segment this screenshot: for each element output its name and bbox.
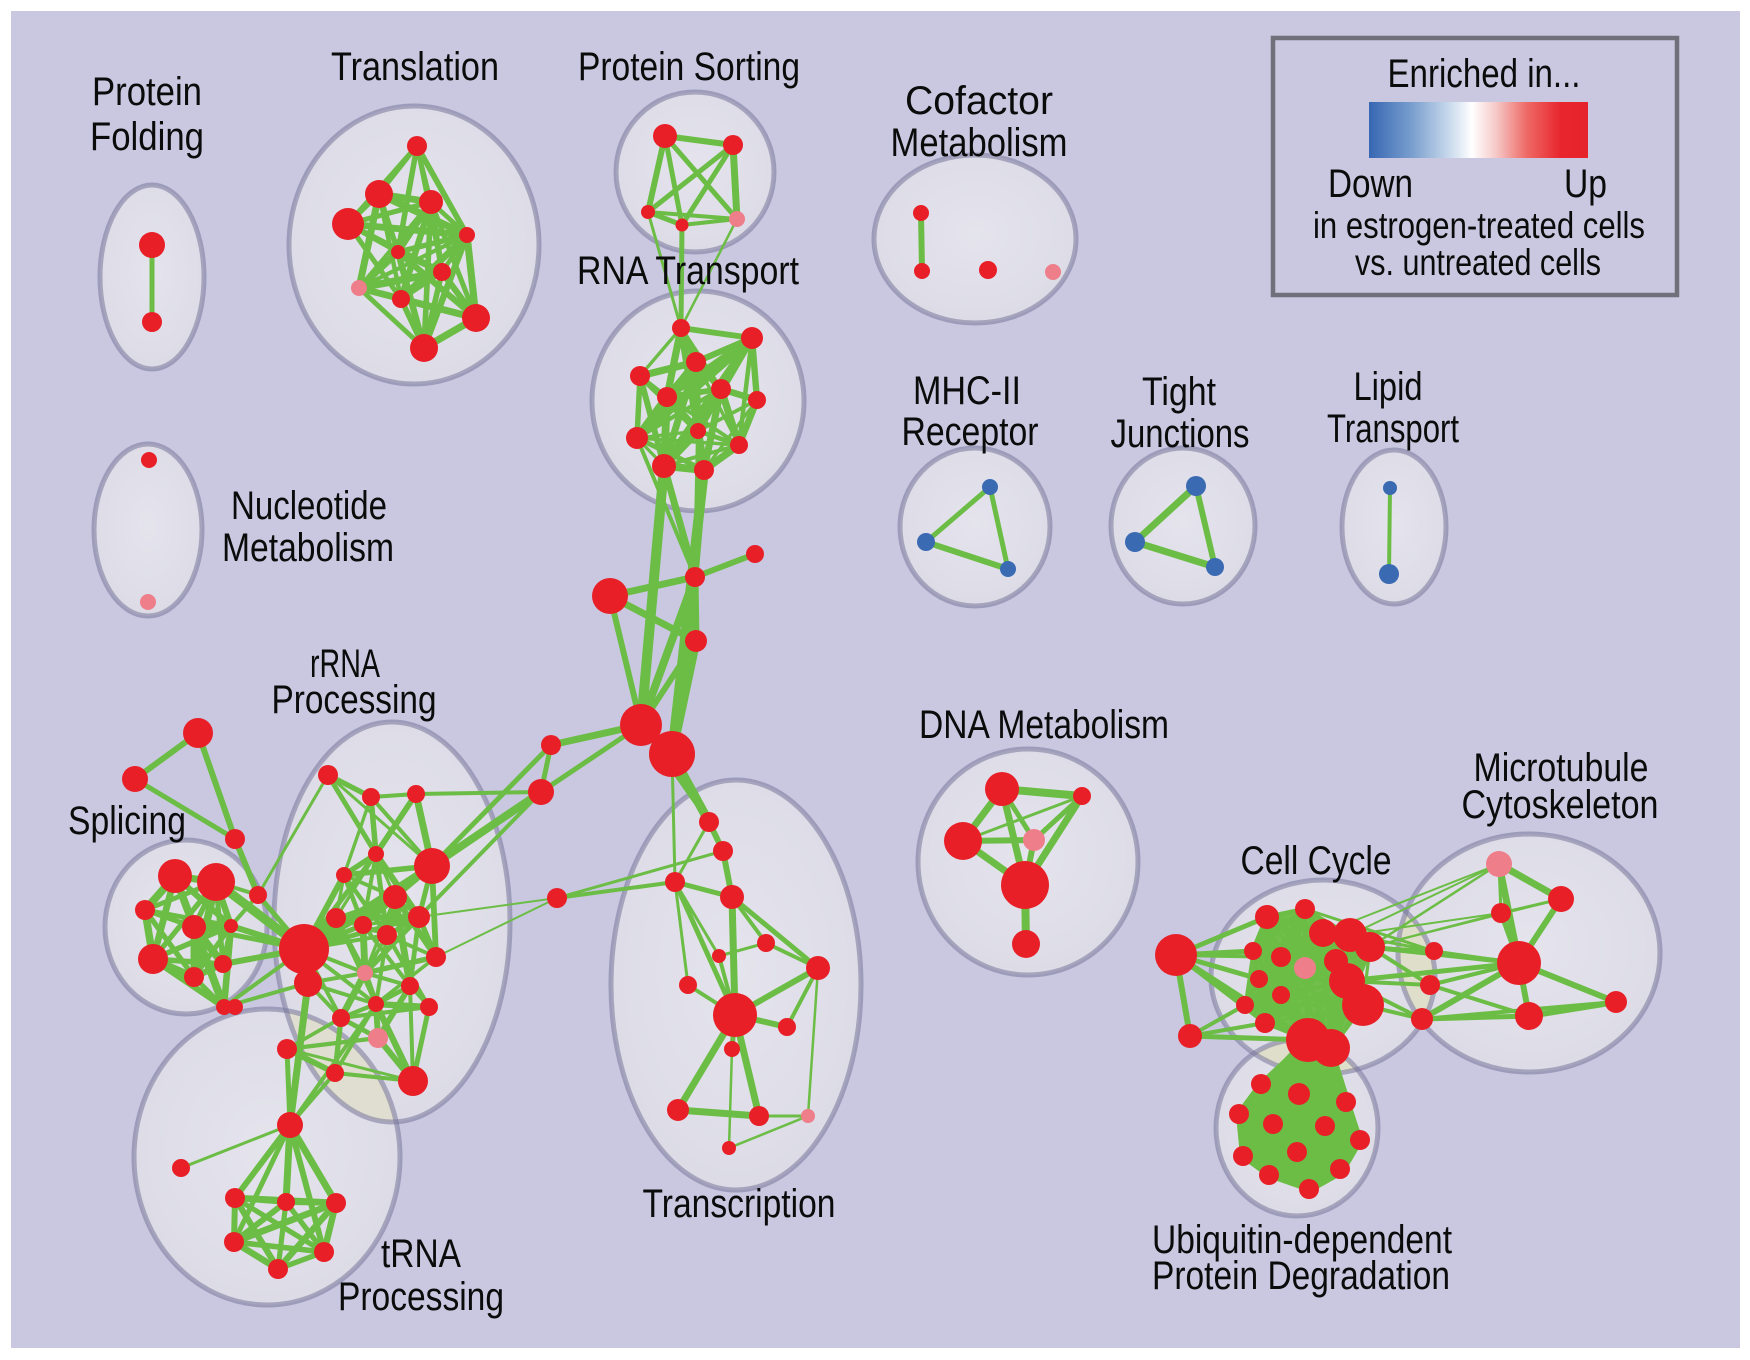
svg-text:MHC-II: MHC-II	[913, 369, 1021, 413]
svg-text:Up: Up	[1564, 162, 1607, 206]
svg-text:Protein Degradation: Protein Degradation	[1152, 1254, 1450, 1298]
svg-text:Transport: Transport	[1327, 407, 1459, 451]
svg-text:vs. untreated cells: vs. untreated cells	[1355, 242, 1601, 283]
svg-text:Receptor: Receptor	[902, 410, 1039, 454]
svg-text:Tight: Tight	[1142, 370, 1216, 414]
svg-text:Junctions: Junctions	[1111, 412, 1250, 456]
svg-text:Splicing: Splicing	[68, 799, 186, 843]
svg-text:Translation: Translation	[331, 45, 499, 89]
svg-text:Processing: Processing	[338, 1275, 504, 1319]
svg-text:Nucleotide: Nucleotide	[231, 484, 387, 528]
svg-text:in estrogen-treated cells: in estrogen-treated cells	[1313, 205, 1645, 246]
svg-text:Cytoskeleton: Cytoskeleton	[1462, 783, 1659, 827]
svg-text:rRNA: rRNA	[310, 642, 380, 686]
svg-text:Metabolism: Metabolism	[222, 526, 394, 570]
svg-text:Microtubule: Microtubule	[1474, 746, 1649, 790]
svg-text:DNA Metabolism: DNA Metabolism	[919, 703, 1169, 747]
svg-text:RNA Transport: RNA Transport	[577, 249, 799, 293]
svg-text:Enriched in...: Enriched in...	[1388, 52, 1581, 96]
svg-text:Cell Cycle: Cell Cycle	[1241, 839, 1392, 883]
svg-text:Folding: Folding	[90, 115, 204, 159]
svg-text:Protein Sorting: Protein Sorting	[578, 45, 800, 89]
svg-text:Down: Down	[1328, 162, 1413, 206]
svg-text:Lipid: Lipid	[1354, 365, 1423, 409]
svg-text:tRNA: tRNA	[381, 1232, 461, 1276]
svg-text:Cofactor: Cofactor	[905, 79, 1053, 123]
svg-text:Ubiquitin-dependent: Ubiquitin-dependent	[1152, 1218, 1452, 1262]
svg-text:Protein: Protein	[92, 70, 202, 114]
svg-text:Processing: Processing	[272, 678, 437, 722]
svg-text:Metabolism: Metabolism	[891, 121, 1068, 165]
svg-text:Transcription: Transcription	[643, 1182, 836, 1226]
